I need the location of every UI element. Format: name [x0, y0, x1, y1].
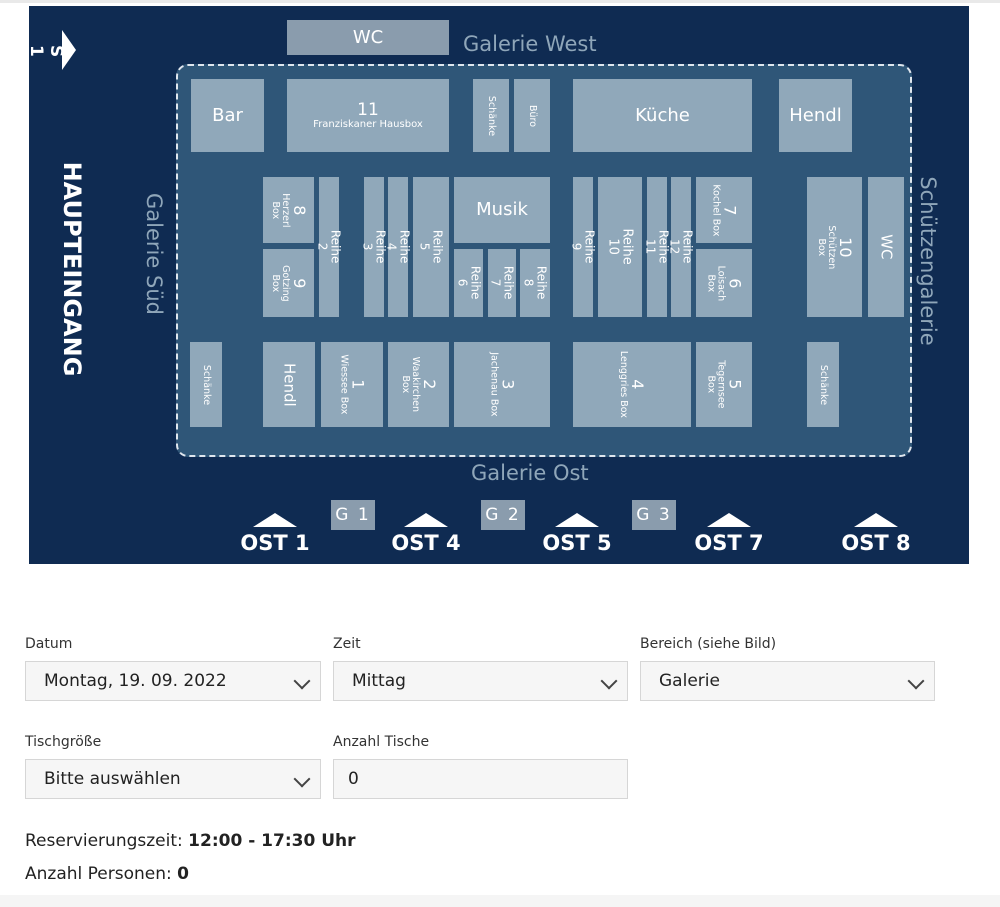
main-entrance-label: HAUPTEINGANG: [58, 161, 86, 377]
box-reihe-3: Reihe 3: [361, 177, 388, 317]
exit-ost-8: OST 8: [836, 513, 916, 555]
chevron-down-icon: [293, 672, 311, 690]
bereich-select[interactable]: Galerie: [640, 661, 935, 701]
gallery-south-label: Galerie Süd: [142, 193, 167, 315]
bottom-bar: [0, 895, 1000, 907]
tischgroesse-label: Tischgröße: [25, 734, 102, 750]
floor-plan-map: S 1 HAUPTEINGANG WC Galerie West Galerie…: [29, 6, 969, 564]
box-reihe-2: Reihe 2: [316, 177, 343, 317]
gate-g3: G 3: [632, 500, 676, 530]
exit-ost-7: OST 7: [689, 513, 769, 555]
triangle-up-icon: [404, 513, 448, 527]
datum-label: Datum: [25, 636, 73, 652]
box-reihe-11: Reihe 11: [644, 177, 671, 317]
s1-marker: S 1: [29, 28, 76, 72]
chevron-down-icon: [293, 770, 311, 788]
bereich-label: Bereich (siehe Bild): [640, 636, 777, 652]
gallery-east-label: Galerie Ost: [471, 461, 589, 485]
box-reihe-7: Reihe 7: [488, 249, 516, 317]
chevron-down-icon: [907, 672, 925, 690]
arrow-right-icon: [62, 30, 76, 70]
box-hendl-right: Hendl: [779, 79, 852, 152]
zeit-select[interactable]: Mittag: [333, 661, 628, 701]
reservation-time: Reservierungszeit: 12:00 - 17:30 Uhr: [25, 831, 356, 851]
exit-ost-1: OST 1: [235, 513, 315, 555]
datum-select[interactable]: Montag, 19. 09. 2022: [25, 661, 321, 701]
top-divider: [0, 0, 1000, 3]
box-schaenke-top: Schänke: [473, 79, 509, 152]
anzahl-tische-label: Anzahl Tische: [333, 734, 430, 750]
box-schaenke-left: Schänke: [190, 342, 222, 427]
box-reihe-6: Reihe 6: [454, 249, 483, 317]
box-bar: Bar: [191, 79, 264, 152]
box-reihe-8: Reihe 8: [520, 249, 550, 317]
exit-ost-5: OST 5: [537, 513, 617, 555]
triangle-up-icon: [555, 513, 599, 527]
gallery-west-label: Galerie West: [463, 32, 597, 56]
exit-ost-4: OST 4: [386, 513, 466, 555]
s1-label: S 1: [29, 45, 66, 58]
tischgroesse-select[interactable]: Bitte auswählen: [25, 759, 321, 799]
anzahl-tische-input[interactable]: 0: [333, 759, 628, 799]
box-reihe-9: Reihe 9: [570, 177, 597, 317]
gate-g2: G 2: [481, 500, 525, 530]
box-hendl-left: Hendl: [263, 342, 315, 427]
box-musik: Musik: [454, 177, 550, 243]
gallery-shooters-label: Schützengalerie: [916, 176, 941, 346]
triangle-up-icon: [854, 513, 898, 527]
triangle-up-icon: [253, 513, 297, 527]
zeit-label: Zeit: [333, 636, 361, 652]
box-buero: Büro: [514, 79, 550, 152]
triangle-up-icon: [707, 513, 751, 527]
gate-g1: G 1: [331, 500, 375, 530]
box-reihe-12: Reihe 12: [668, 177, 695, 317]
box-reihe-5: Reihe 5: [413, 177, 449, 317]
box-reihe-4: Reihe 4: [385, 177, 412, 317]
chevron-down-icon: [600, 672, 618, 690]
box-reihe-10: Reihe 10: [598, 177, 642, 317]
wc-top-box: WC: [287, 20, 449, 55]
persons-count: Anzahl Personen: 0: [25, 864, 189, 884]
box-kueche: Küche: [573, 79, 752, 152]
box-schaenke-right: Schänke: [807, 342, 839, 427]
box-wc-right: WC: [868, 177, 904, 317]
